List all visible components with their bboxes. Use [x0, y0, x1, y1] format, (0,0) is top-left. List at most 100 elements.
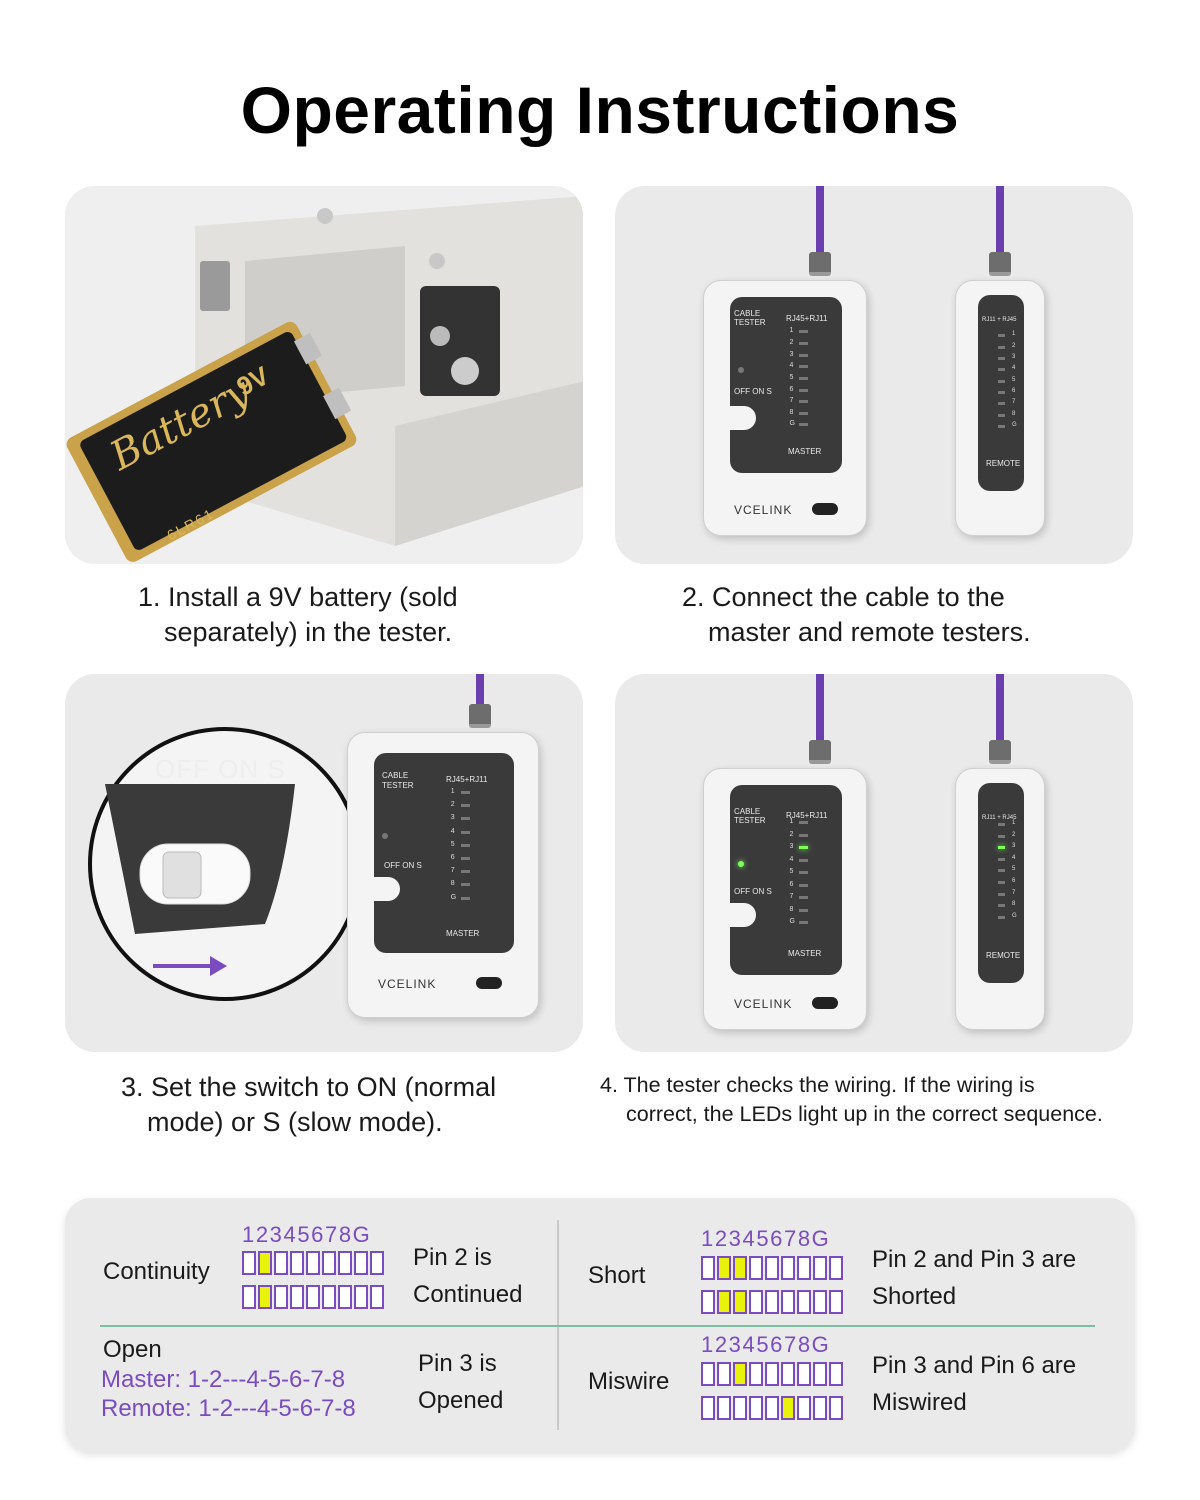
open-desc: Opened	[418, 1387, 504, 1414]
pin-number: 7	[450, 867, 455, 875]
power-switch[interactable]	[716, 902, 756, 927]
rj45-plug	[809, 252, 831, 276]
pin-number: 8	[789, 408, 794, 416]
led-indicator	[460, 817, 470, 821]
led-indicator	[799, 846, 809, 850]
pin-box	[813, 1362, 827, 1386]
pin-box	[258, 1285, 272, 1309]
pin-number: 5	[1012, 866, 1016, 873]
pin-box	[813, 1290, 827, 1314]
cable	[996, 674, 1004, 744]
pin-box	[338, 1251, 352, 1275]
pin-number: 2	[450, 801, 455, 809]
ce-mark-icon	[812, 503, 838, 515]
pin-number: 4	[450, 827, 455, 835]
led-indicator	[998, 892, 1005, 896]
power-led-icon	[382, 833, 388, 839]
pin-number: G	[1012, 422, 1017, 429]
pin-number: 7	[1012, 889, 1016, 896]
led-indicator	[799, 342, 809, 346]
caption-line: master and remote testers.	[708, 617, 1031, 647]
pin-header: 12345678G	[701, 1226, 831, 1251]
caption-line: separately) in the tester.	[164, 617, 453, 647]
led-indicator	[799, 411, 809, 415]
switch-image: OFF ON S CABLE TESTER RJ45+RJ11 OFF ON S…	[65, 674, 583, 1052]
pin-box	[733, 1396, 747, 1420]
pin-box	[765, 1290, 779, 1314]
step-1-caption: 1. Install a 9V battery (sold separately…	[138, 580, 458, 650]
pin-number: 5	[1012, 376, 1016, 383]
pin-number: 2	[1012, 342, 1016, 349]
pin-box	[829, 1396, 843, 1420]
pin-number: 4	[789, 855, 794, 863]
led-indicator	[998, 345, 1005, 349]
pin-number: 1	[789, 327, 794, 335]
rj45-plug	[989, 740, 1011, 764]
master-tester: CABLE TESTER RJ45+RJ11 OFF ON S MASTER 1…	[703, 280, 867, 536]
page-title: Operating Instructions	[240, 73, 960, 147]
zoom-switch-label: OFF ON S	[155, 754, 286, 784]
led-indicator	[799, 423, 809, 427]
led-indicator	[799, 833, 809, 837]
miswire-desc: Pin 3 and Pin 6 are	[872, 1352, 1077, 1379]
led-indicator	[998, 368, 1005, 372]
pin-box	[338, 1285, 352, 1309]
pin-number: 8	[1012, 410, 1016, 417]
ce-mark-icon	[812, 997, 838, 1009]
open-label: Open	[103, 1336, 162, 1363]
pin-box	[813, 1256, 827, 1280]
ce-mark-icon	[476, 977, 502, 989]
pin-box	[306, 1251, 320, 1275]
pin-header: 12345678G	[701, 1332, 831, 1357]
power-led-icon	[738, 861, 744, 867]
pin-row	[701, 1290, 843, 1314]
pin-number: 1	[1012, 331, 1016, 338]
led-indicator	[998, 379, 1005, 383]
led-indicator	[998, 356, 1005, 360]
remote-label: REMOTE	[986, 951, 1021, 960]
pin-number: 3	[1012, 843, 1016, 850]
pin-box	[781, 1396, 795, 1420]
led-indicator	[460, 883, 470, 887]
master-label: MASTER	[788, 447, 822, 456]
pin-box	[322, 1285, 336, 1309]
power-switch[interactable]	[716, 406, 756, 431]
ports-label: RJ45+RJ11	[446, 775, 488, 784]
pin-box	[829, 1256, 843, 1280]
pin-number: 7	[789, 893, 794, 901]
pin-number: 3	[789, 350, 794, 358]
pin-number: 6	[1012, 878, 1016, 884]
cable	[996, 186, 1004, 256]
rj45-plug	[989, 252, 1011, 276]
pin-row	[701, 1362, 843, 1386]
pin-number: 3	[1012, 353, 1016, 360]
switch-label: OFF ON S	[734, 887, 772, 896]
pin-box	[829, 1362, 843, 1386]
table-divider	[100, 1325, 1095, 1327]
power-led-icon	[738, 367, 744, 374]
open-desc: Pin 3 is	[418, 1350, 497, 1377]
pin-number: 8	[450, 880, 455, 888]
pin-number: 5	[789, 868, 794, 876]
pin-box	[717, 1256, 731, 1280]
pin-number: 1	[789, 818, 794, 826]
open-master: Master: 1-2---4-5-6-7-8	[101, 1366, 346, 1393]
short-desc: Shorted	[872, 1283, 957, 1310]
continuity-desc: Continued	[413, 1281, 523, 1308]
miswire-label: Miswire	[588, 1368, 670, 1395]
brand-logo: VCELINK	[734, 503, 793, 517]
pin-number: G	[789, 420, 795, 428]
led-indicator	[799, 858, 809, 862]
pin-box	[370, 1251, 384, 1275]
pin-box	[274, 1285, 288, 1309]
led-indicator	[460, 791, 470, 794]
led-indicator	[799, 330, 809, 334]
power-switch[interactable]	[360, 877, 400, 901]
led-indicator	[460, 804, 470, 808]
continuity-label: Continuity	[103, 1258, 210, 1285]
led-indicator	[998, 881, 1005, 884]
ports-label: RJ45+RJ11	[786, 314, 828, 323]
pin-box	[797, 1290, 811, 1314]
pin-box	[701, 1290, 715, 1314]
